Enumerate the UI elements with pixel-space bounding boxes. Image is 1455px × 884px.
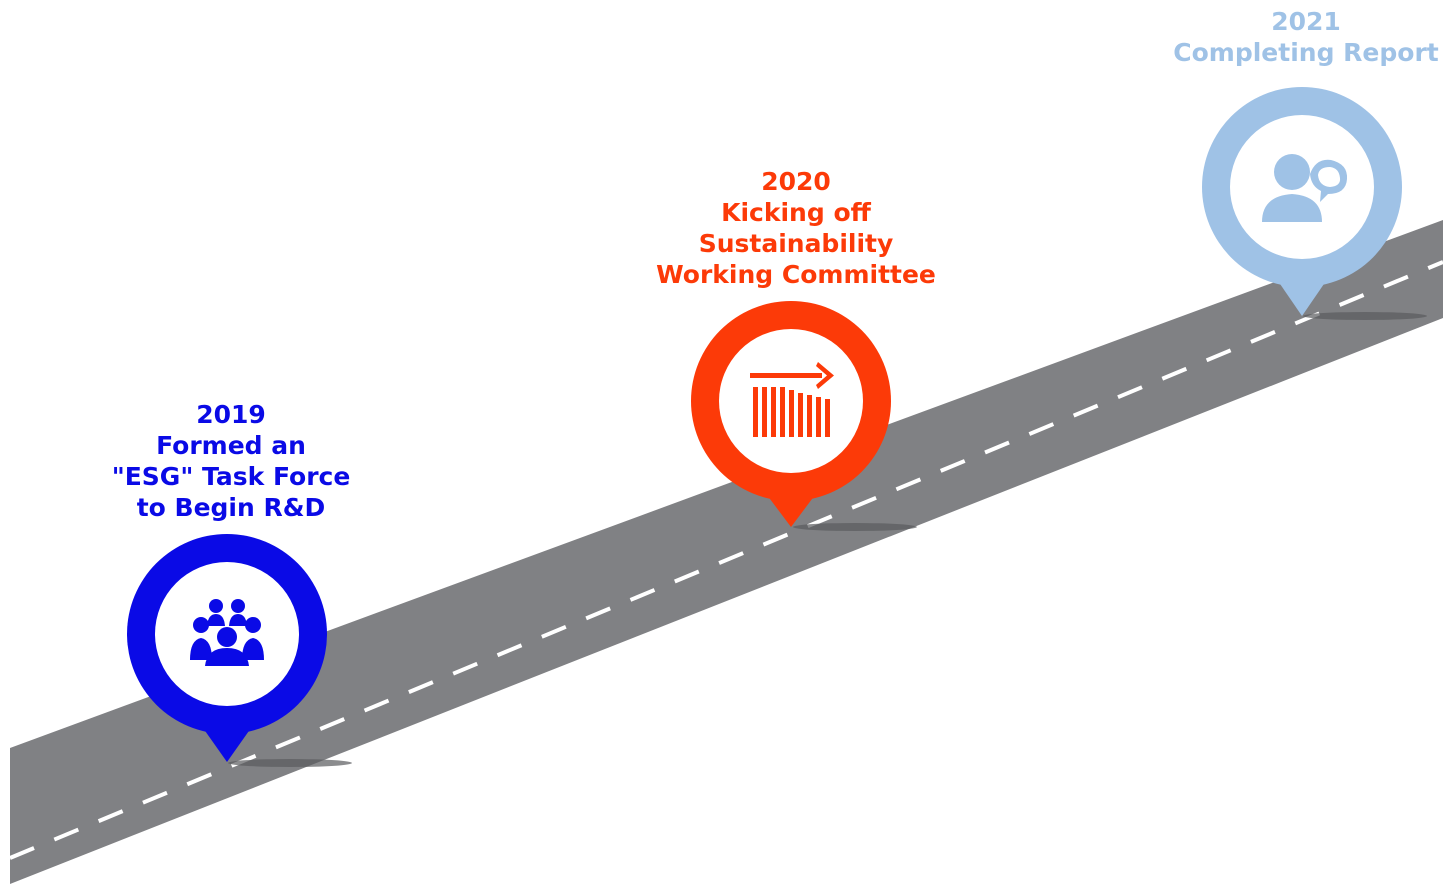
milestone-text-line: "ESG" Task Force	[111, 462, 351, 491]
person-speech-icon	[1262, 154, 1348, 222]
marker-shadow-2021	[1303, 312, 1427, 320]
milestone-year: 2019	[196, 400, 266, 429]
milestone-label-2020: 2020 Kicking off Sustainability Working …	[656, 166, 936, 290]
road	[10, 220, 1443, 884]
milestone-text-line: Completing Report	[1173, 38, 1439, 67]
people-group-icon	[190, 599, 264, 666]
bars-arrow-icon	[750, 362, 834, 437]
road-center-dashes	[9, 260, 1444, 860]
marker-shadow-2019	[228, 759, 352, 767]
milestone-year: 2020	[761, 167, 831, 196]
milestone-label-2021: 2021 Completing Report	[1173, 6, 1438, 68]
milestone-text-line: to Begin R&D	[136, 493, 326, 522]
milestone-marker-2020	[691, 301, 891, 527]
milestone-marker-2019	[127, 534, 327, 762]
milestone-text-line: Sustainability	[698, 229, 894, 258]
milestone-text-line: Working Committee	[656, 260, 936, 289]
marker-shadow-2020	[793, 523, 917, 531]
milestone-label-2019: 2019 Formed an "ESG" Task Force to Begin…	[112, 399, 351, 523]
milestone-marker-2021	[1202, 87, 1402, 316]
milestone-text-line: Kicking off	[721, 198, 871, 227]
milestone-text-line: Formed an	[156, 431, 306, 460]
milestone-year: 2021	[1271, 7, 1341, 36]
